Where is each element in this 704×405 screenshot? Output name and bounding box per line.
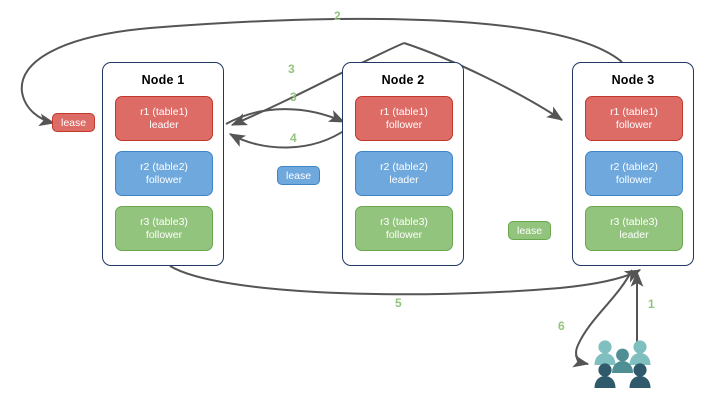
node-3-replica-r3-line1: r3 (table3) xyxy=(610,215,658,228)
node-2-replica-r1-line1: r1 (table1) xyxy=(380,105,428,118)
edge-3-node1-to-node2 xyxy=(225,108,346,125)
edge-2-lease-transfer xyxy=(20,17,623,127)
users-icon xyxy=(594,340,651,388)
edge-5-node1-to-node3 xyxy=(169,265,642,296)
step-label-5: 5 xyxy=(395,296,402,310)
lease-badge-r2[interactable]: lease xyxy=(277,166,321,185)
edge-4-node2-to-node1 xyxy=(228,127,349,149)
edge-3-request-in xyxy=(230,42,405,126)
node-3-replica-r1[interactable]: r1 (table1) follower xyxy=(585,96,683,141)
node-1-title: Node 1 xyxy=(141,73,185,87)
node-3-replica-r2[interactable]: r2 (table2) follower xyxy=(585,151,683,196)
node-3-replica-r1-line1: r1 (table1) xyxy=(610,105,658,118)
node-2-replica-r3-line1: r3 (table3) xyxy=(380,215,428,228)
step-label-2: 2 xyxy=(334,9,341,23)
node-1-replica-r3-line2: follower xyxy=(145,228,183,241)
step-label-1: 1 xyxy=(648,297,655,311)
lease-badge-r1[interactable]: lease xyxy=(52,113,96,132)
node-3-replica-r2-line2: follower xyxy=(615,173,653,186)
node-1-replica-r2[interactable]: r2 (table2) follower xyxy=(115,151,213,196)
step-label-3a: 3 xyxy=(288,62,295,76)
edge-2-to-node3 xyxy=(403,42,563,121)
node-3[interactable]: Node 3 r1 (table1) follower r2 (table2) … xyxy=(572,62,694,266)
node-1-replica-r1-line1: r1 (table1) xyxy=(140,105,188,118)
node-3-replica-r3-line2: leader xyxy=(619,228,649,241)
node-1-replica-r1[interactable]: r1 (table1) leader xyxy=(115,96,213,141)
node-2-replica-r2-line2: leader xyxy=(389,173,419,186)
step-label-4: 4 xyxy=(290,131,297,145)
node-1-replica-r3-line1: r3 (table3) xyxy=(140,215,188,228)
node-2-replica-r1[interactable]: r1 (table1) follower xyxy=(355,96,453,141)
node-2-replica-r2[interactable]: r2 (table2) leader xyxy=(355,151,453,196)
node-1-replica-r1-line2: leader xyxy=(149,118,179,131)
node-2-replica-r2-line1: r2 (table2) xyxy=(380,160,428,173)
node-3-title: Node 3 xyxy=(611,73,655,87)
node-1-replica-r3[interactable]: r3 (table3) follower xyxy=(115,206,213,251)
step-label-6: 6 xyxy=(558,319,565,333)
node-1-replica-r2-line2: follower xyxy=(145,173,183,186)
node-2-replica-r3-line2: follower xyxy=(385,228,423,241)
node-2-replica-r3[interactable]: r3 (table3) follower xyxy=(355,206,453,251)
node-3-replica-r1-line2: follower xyxy=(615,118,653,131)
node-3-replica-r3[interactable]: r3 (table3) leader xyxy=(585,206,683,251)
node-2-title: Node 2 xyxy=(381,73,425,87)
step-label-3b: 3 xyxy=(290,90,297,104)
node-2-replica-r1-line2: follower xyxy=(385,118,423,131)
lease-badge-r3[interactable]: lease xyxy=(508,221,552,240)
node-3-replica-r2-line1: r2 (table2) xyxy=(610,160,658,173)
edge-6-response xyxy=(572,269,633,368)
node-2[interactable]: Node 2 r1 (table1) follower r2 (table2) … xyxy=(342,62,464,266)
node-1[interactable]: Node 1 r1 (table1) leader r2 (table2) fo… xyxy=(102,62,224,266)
node-1-replica-r2-line1: r2 (table2) xyxy=(140,160,188,173)
